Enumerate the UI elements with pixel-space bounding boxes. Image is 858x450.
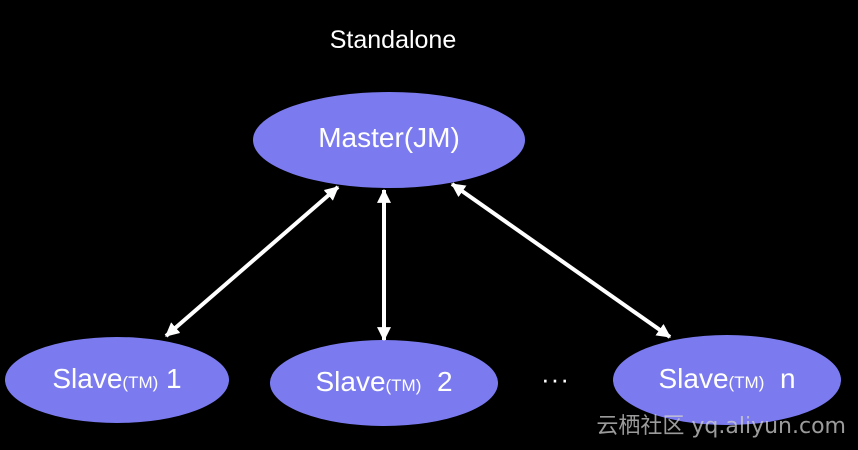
slave-n-index: n	[764, 363, 796, 394]
slave-2-role: (TM)	[385, 376, 422, 395]
edge-master-slave-n	[450, 182, 672, 339]
slave-2-name: Slave	[315, 366, 386, 397]
slave-1-name: Slave	[52, 363, 123, 394]
slave-node-2	[270, 340, 498, 426]
more-slaves-ellipsis: ···	[541, 364, 570, 394]
master-label-text: Master(JM)	[318, 122, 460, 153]
slave-1-role: (TM)	[122, 373, 159, 392]
slave-n-label: Slave(TM) n	[613, 363, 841, 395]
diagram-title: Standalone	[329, 26, 457, 54]
slave-1-index: 1	[158, 363, 182, 394]
slave-n-role: (TM)	[728, 373, 765, 392]
edge-master-slave-1	[164, 185, 340, 338]
slave-1-label: Slave(TM) 1	[5, 363, 229, 395]
slave-node-n	[613, 335, 841, 425]
master-label: Master(JM)	[253, 122, 525, 154]
watermark-logo: 云栖社区 yq.aliyun.com	[596, 414, 846, 439]
slave-2-index: 2	[421, 366, 453, 397]
slave-n-name: Slave	[658, 363, 729, 394]
slave-node-1	[5, 337, 229, 423]
master-node	[253, 92, 525, 188]
slave-2-label: Slave(TM) 2	[270, 366, 498, 398]
